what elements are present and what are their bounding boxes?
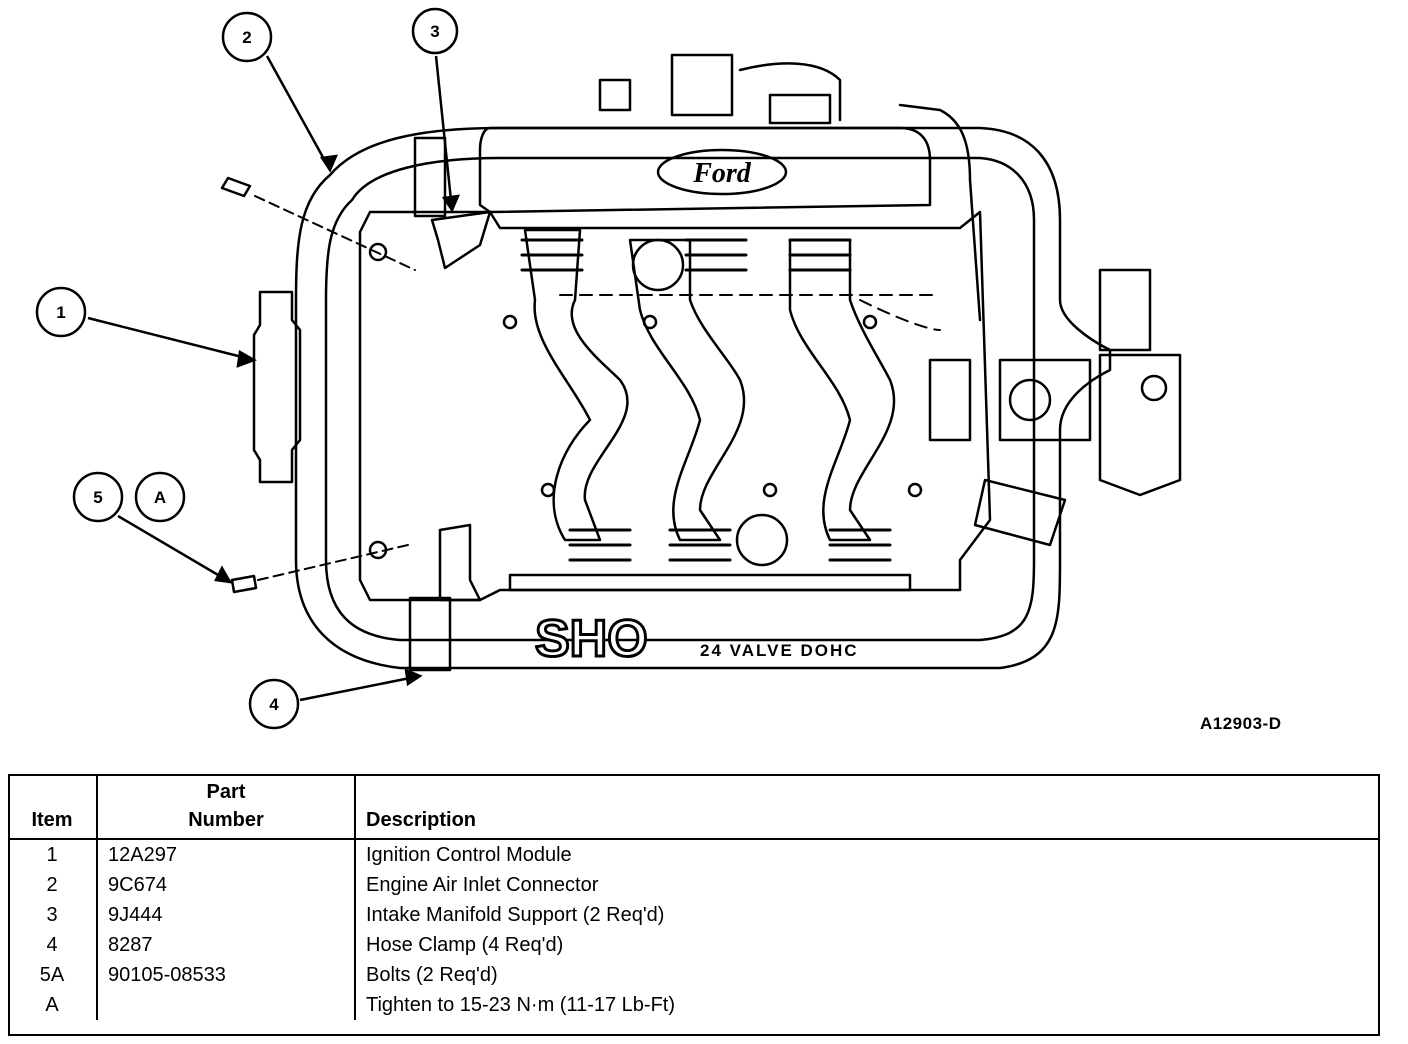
table-row: 4 8287 Hose Clamp (4 Req'd) (8, 930, 1380, 960)
row-description: Bolts (2 Req'd) (354, 960, 1380, 990)
upper-plenum (478, 126, 932, 214)
header-description: Description (354, 774, 1380, 840)
callout-3 (411, 7, 459, 55)
row-item: 2 (46, 874, 58, 896)
table-row: 3 9J444 Intake Manifold Support (2 Req'd… (8, 900, 1380, 930)
row-description: Intake Manifold Support (2 Req'd) (354, 900, 1380, 930)
row-part-number: 8287 (96, 930, 355, 960)
row-item: 3 (46, 904, 58, 926)
intake-manifold-diagram: Ford SHO 24 VALVE DOHC 2 3 1 5 A 4 (35, 7, 1182, 730)
row-item: A (45, 994, 59, 1016)
sho-badge-text: SHO (535, 610, 648, 668)
callout-1 (35, 286, 87, 338)
row-part-number: 12A297 (96, 839, 355, 870)
row-item: 1 (46, 844, 58, 866)
bolt-lower (230, 574, 258, 594)
callout-2 (221, 11, 273, 63)
table-row: 2 9C674 Engine Air Inlet Connector (8, 870, 1380, 900)
row-description: Engine Air Inlet Connector (354, 870, 1380, 900)
callout-5 (72, 471, 124, 523)
header-part-line2: Number (188, 809, 264, 831)
row-part-number: 90105-08533 (96, 960, 355, 990)
ford-logo-text: Ford (692, 158, 752, 189)
header-part-line1: Part (206, 781, 246, 803)
table-row: A Tighten to 15-23 N·m (11-17 Lb-Ft) (8, 990, 1380, 1020)
engine-label-text: 24 VALVE DOHC (700, 641, 859, 660)
row-part-number: 9J444 (96, 900, 355, 930)
row-description: Hose Clamp (4 Req'd) (354, 930, 1380, 960)
callout-A (134, 471, 186, 523)
header-item: Item (8, 774, 97, 840)
header-part-number: Part Number (96, 774, 355, 840)
callout-A-label: A (154, 488, 166, 507)
callout-4 (248, 678, 300, 730)
callout-3-label: 3 (430, 22, 439, 41)
callout-2-label: 2 (242, 28, 251, 47)
callout-5-label: 5 (93, 488, 102, 507)
figure-id: A12903-D (1200, 714, 1282, 733)
callout-4-label: 4 (269, 695, 279, 714)
parts-table-header: Item Part Number Description (8, 774, 1380, 840)
table-row: 1 12A297 Ignition Control Module (8, 839, 1380, 870)
bolt-upper (220, 176, 252, 198)
air-inlet-connector (294, 126, 1112, 670)
ignition-control-module (252, 290, 302, 484)
row-description: Ignition Control Module (354, 839, 1380, 870)
callout-1-label: 1 (56, 303, 65, 322)
row-item: 4 (46, 934, 58, 956)
row-item: 5A (39, 964, 65, 986)
row-part-number (96, 990, 355, 1020)
table-row: 5A 90105-08533 Bolts (2 Req'd) (8, 960, 1380, 990)
row-description: Tighten to 15-23 N·m (11-17 Lb-Ft) (354, 990, 1380, 1020)
throttle-body (1098, 353, 1182, 497)
row-part-number: 9C674 (96, 870, 355, 900)
parts-table: Item Part Number Description 1 12A297 Ig… (8, 774, 1380, 1020)
ford-logo-oval (656, 148, 788, 196)
